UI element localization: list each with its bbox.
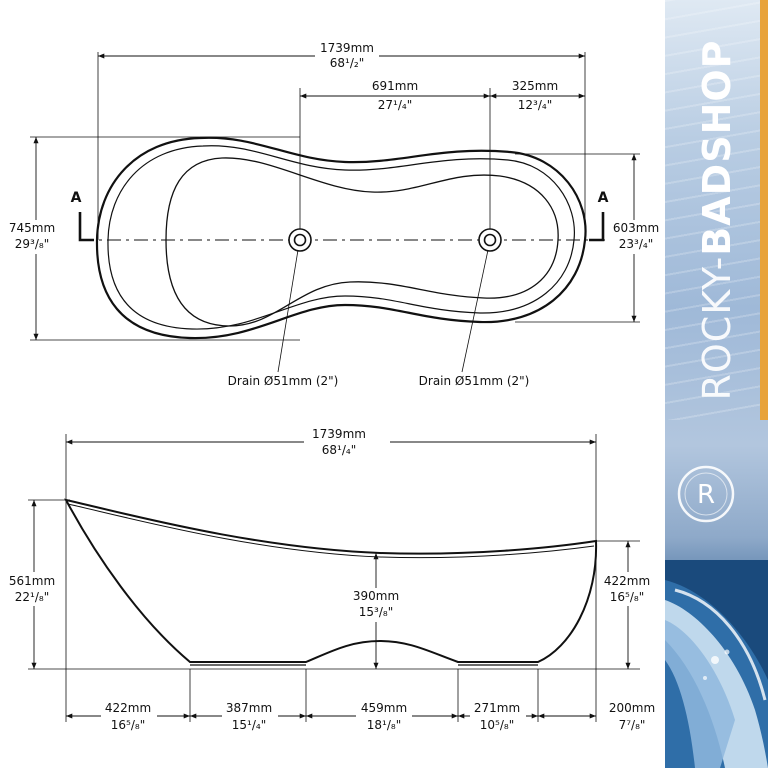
side-length-mm: 1739mm [312, 427, 366, 441]
drain-offset-mm: 325mm [512, 79, 558, 93]
drain-spacing-mm: 691mm [372, 79, 418, 93]
overall-length-in: 68¹/₂" [330, 56, 364, 70]
end-width-mm: 603mm [613, 221, 659, 235]
section-label-left: A [71, 190, 82, 206]
base-2-mm: 387mm [226, 701, 272, 715]
overall-width-in: 29³/₈" [15, 237, 49, 251]
side-length-in: 68¹/₄" [322, 443, 356, 457]
base-5-mm: 200mm [609, 701, 655, 715]
water-splash-image [665, 560, 768, 768]
drain-spacing-in: 27¹/₄" [378, 98, 412, 112]
side-view [28, 434, 640, 722]
base-1-mm: 422mm [105, 701, 151, 715]
tub-rim-outline [107, 145, 575, 330]
brand-name: ROCKY-BADSHOP [687, 10, 747, 430]
height-right-in: 16⁵/₈" [610, 590, 644, 604]
base-1-in: 16⁵/₈" [111, 718, 145, 732]
drain-left-label: Drain Ø51mm (2") [228, 374, 339, 388]
tub-outer-outline [95, 136, 587, 340]
height-left-in: 22¹/₈" [15, 590, 49, 604]
base-3-mm: 459mm [361, 701, 407, 715]
end-width-in: 23³/₄" [619, 237, 653, 251]
drain-right-outer [478, 228, 502, 252]
base-2-in: 15¹/₄" [232, 718, 266, 732]
base-4-in: 10⁵/₈" [480, 718, 514, 732]
drain-right-leader [461, 249, 489, 373]
base-5-in: 7⁷/₈" [619, 718, 646, 732]
drain-right-inner [483, 233, 497, 247]
tub-inner-basin [165, 157, 559, 327]
overall-length-mm: 1739mm [320, 41, 374, 55]
drain-left-leader [277, 249, 299, 373]
drain-offset-in: 12³/₄" [518, 98, 552, 112]
brand-logo-letter: R [697, 480, 715, 510]
base-3-in: 18¹/₈" [367, 718, 401, 732]
section-marker-right [589, 212, 605, 242]
drain-left-outer [288, 228, 312, 252]
side-view-labels: 1739mm 68¹/₄" 561mm 22¹/₈" 390mm 15³/₈" … [4, 427, 662, 734]
height-right-mm: 422mm [604, 574, 650, 588]
drain-right-label: Drain Ø51mm (2") [419, 374, 530, 388]
section-marker-left [78, 212, 94, 242]
tub-side-profile [64, 498, 598, 663]
brand-name-light: ROCKY- [695, 255, 739, 401]
technical-drawing: 1739mm 68¹/₂" 691mm 27¹/₄" 325mm 12³/₄" … [4, 41, 662, 734]
water-texture [665, 0, 768, 420]
inner-depth-mm: 390mm [353, 589, 399, 603]
inner-depth-in: 15³/₈" [359, 605, 393, 619]
section-label-right: A [598, 190, 609, 206]
base-4-mm: 271mm [474, 701, 520, 715]
height-left-mm: 561mm [9, 574, 55, 588]
brand-name-bold: BADSHOP [695, 39, 739, 256]
tub-side-rim [67, 503, 595, 559]
drain-left-inner [293, 233, 307, 247]
top-view-labels: 1739mm 68¹/₂" 691mm 27¹/₄" 325mm 12³/₄" … [6, 41, 662, 388]
brand-logo-icon: R [677, 465, 735, 523]
accent-bar [760, 0, 768, 420]
overall-width-mm: 745mm [9, 221, 55, 235]
